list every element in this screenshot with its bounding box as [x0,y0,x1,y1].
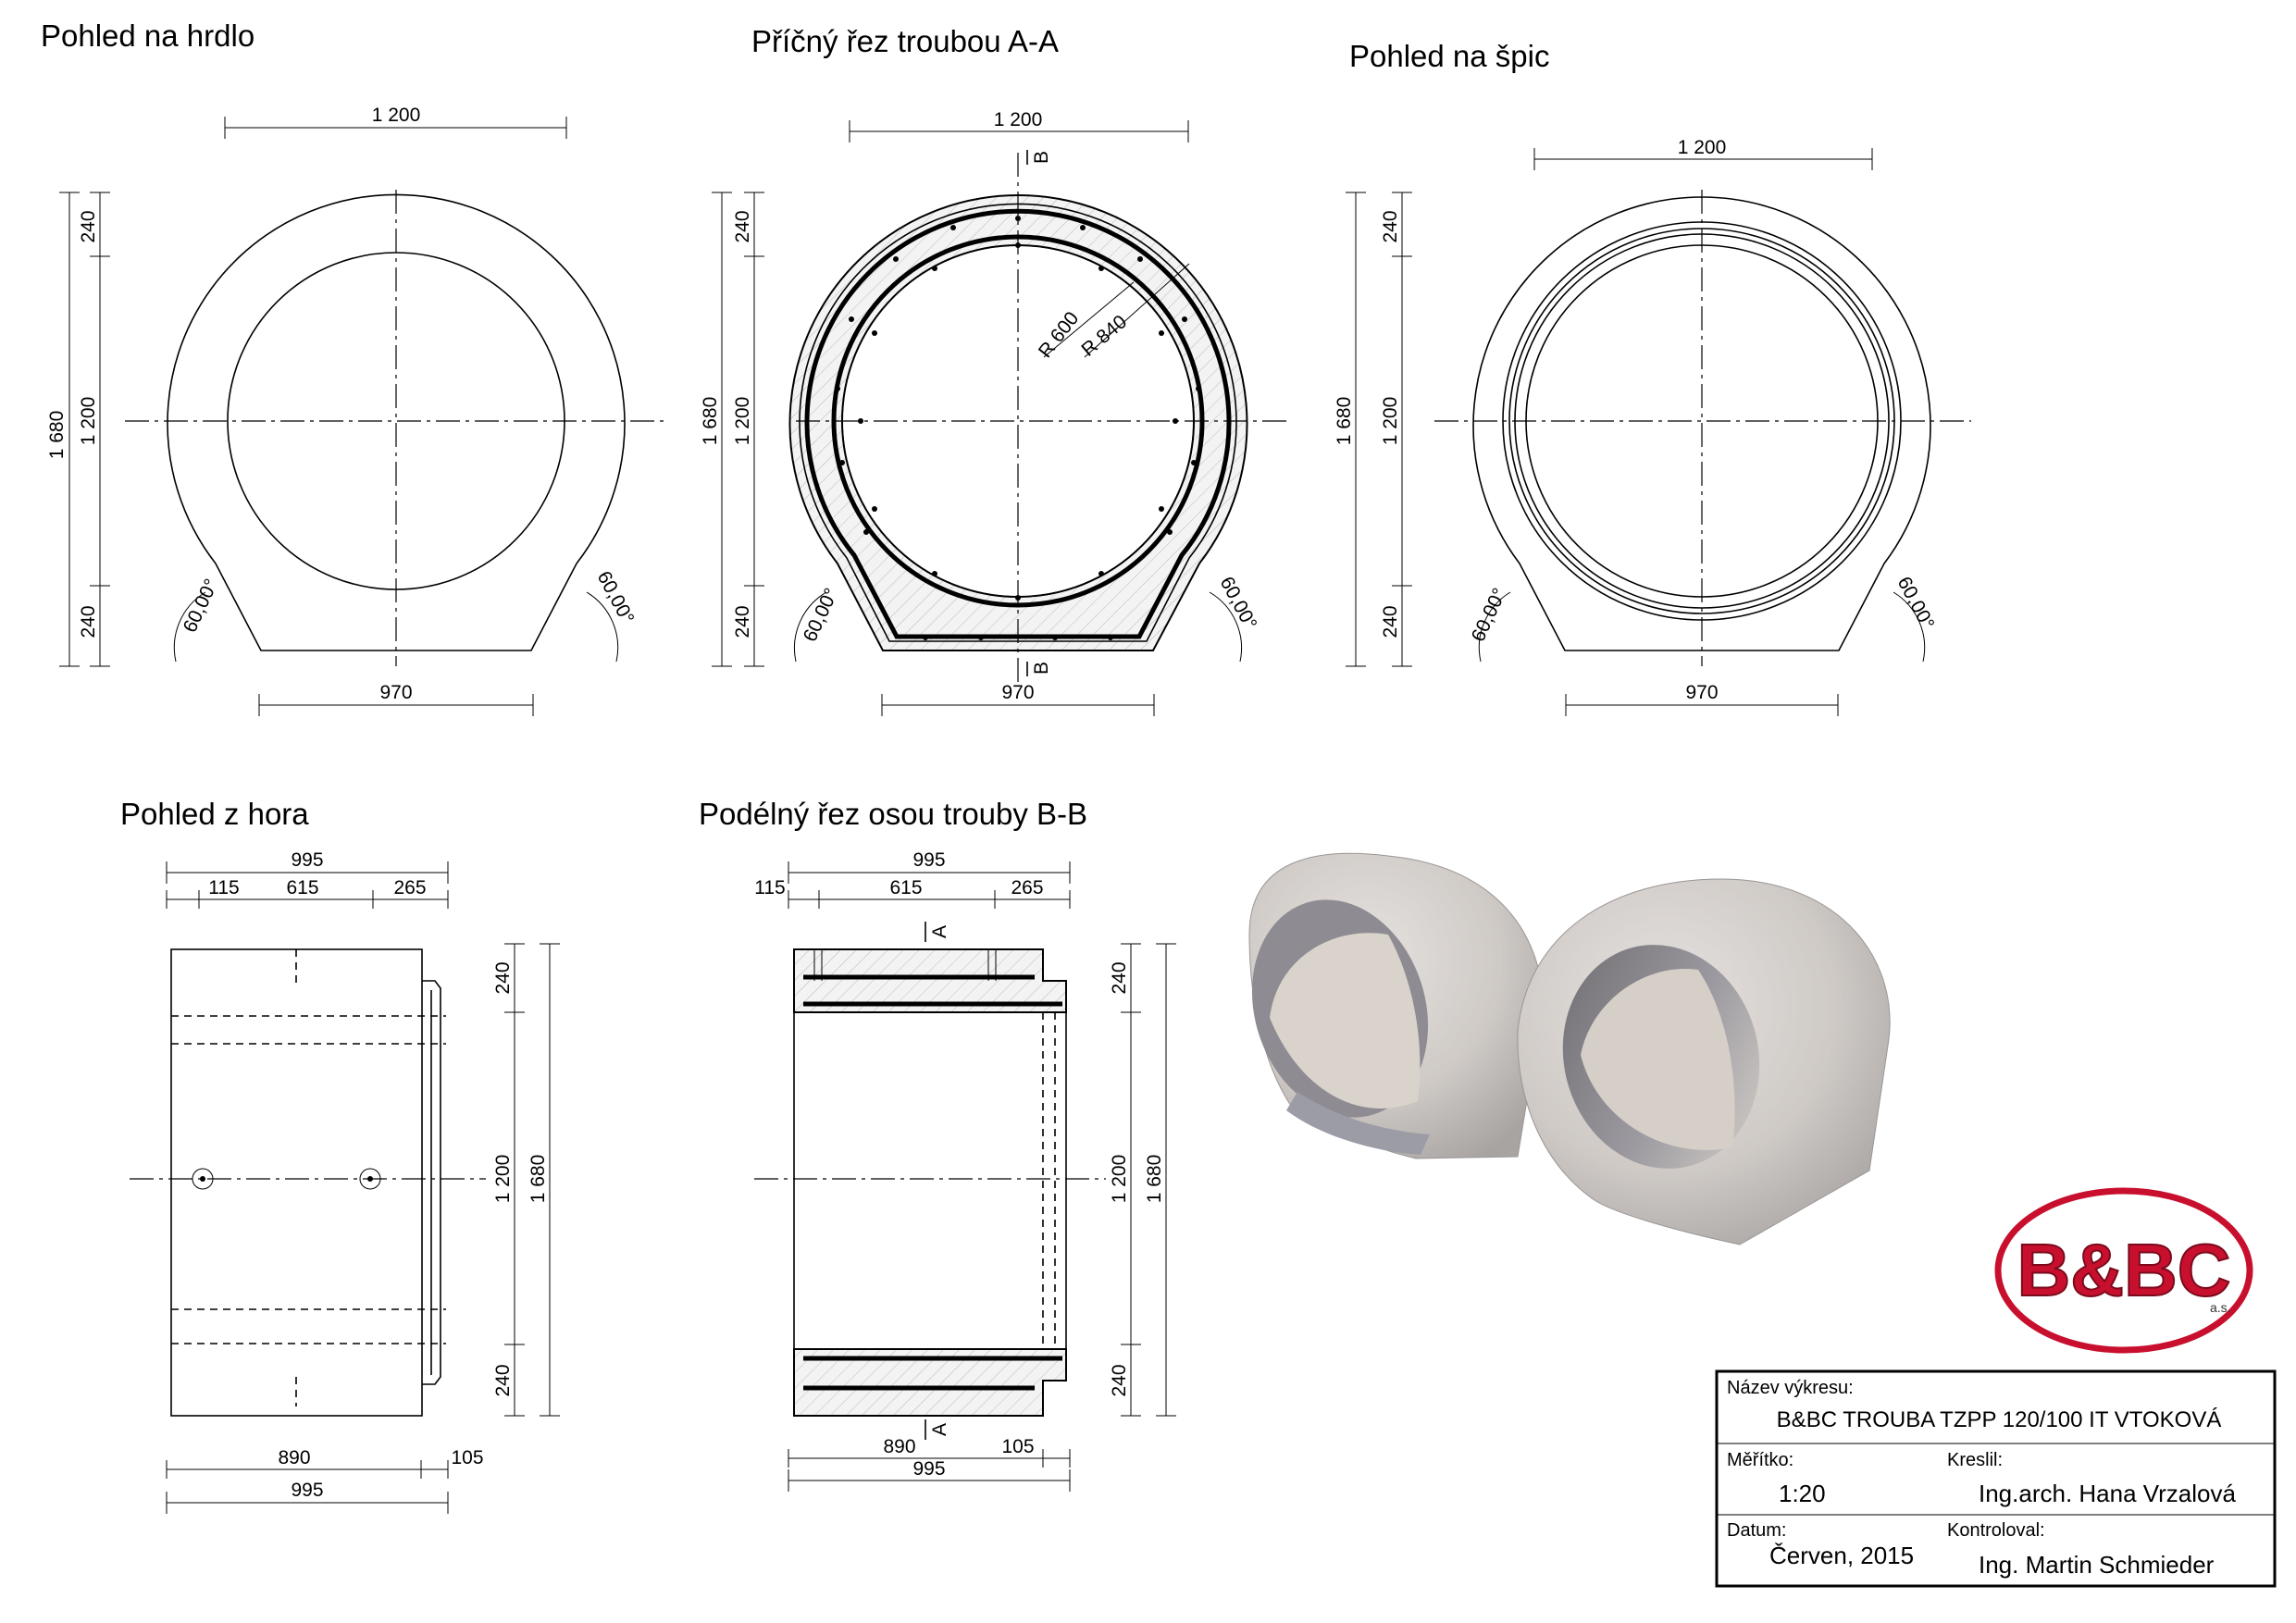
top-dim-b: 615 [286,877,318,898]
cross-dim-left-mid: 1 200 [732,397,753,446]
radius-inner-label: R 600 [1035,308,1084,362]
date-value: Červen, 2015 [1769,1542,1914,1569]
top-dim-a: 115 [208,877,239,898]
cross-section-title: Příčný řez troubou A-A [751,24,1059,58]
top-view-body [170,948,423,1417]
checked-by-label: Kontroloval: [1947,1520,2045,1541]
long-dim-a: 115 [754,877,785,898]
long-dim-bottom-b: 105 [1001,1436,1034,1457]
long-dim-top-total: 995 [912,849,945,871]
top-dim-top-total: 995 [291,849,323,871]
top-view: Pohled z hora 995 115 615 265 240 1 [120,797,560,1514]
radius-outer-label: R 840 [1077,311,1131,361]
drawing-name-label: Název výkresu: [1727,1378,1854,1398]
spigot-dim-left-total: 1 680 [1334,397,1355,446]
spigot-view-outline [1472,196,1931,651]
cross-dim-left-top: 240 [732,210,753,242]
pipe-render-spigot-end [1517,878,1891,1245]
spigot-dim-left-mid: 1 200 [1380,397,1401,446]
long-dim-c: 265 [1011,877,1043,898]
top-dim-bottom-b: 105 [451,1447,483,1468]
company-logo: B&BC a.s. [1994,1187,2253,1354]
spigot-dim-left-top: 240 [1380,210,1401,242]
spigot-angle-right: 60,00° [1893,574,1939,634]
drawn-by-label: Kreslil: [1947,1450,2003,1470]
spigot-dim-left-bottom: 240 [1380,605,1401,638]
longitudinal-section-title: Podélný řez osou trouby B-B [699,797,1087,831]
scale-value: 1:20 [1779,1480,1826,1507]
top-dim-bottom-a: 890 [278,1447,310,1468]
cross-dim-left-total: 1 680 [700,397,721,446]
long-dim-b: 615 [889,877,922,898]
top-dim-bottom-total: 995 [291,1480,323,1501]
logo-text: B&BC [2017,1229,2230,1311]
top-dim-right-bottom: 240 [492,1364,514,1396]
socket-dim-left-total: 1 680 [46,411,68,460]
top-dim-c: 265 [393,877,426,898]
top-dim-right-mid: 1 200 [492,1155,514,1204]
section-mark-bottom: B [1031,662,1052,675]
long-dim-right-total: 1 680 [1144,1155,1165,1204]
title-block: Název výkresu: B&BC TROUBA TZPP 120/100 … [1715,1369,2277,1588]
socket-angle-left: 60,00° [180,576,223,636]
cross-section-view: Příčný řez troubou A-A R 600 R 840 B [700,24,1291,716]
scale-label: Měřítko: [1727,1450,1793,1470]
socket-view-title: Pohled na hrdlo [41,19,254,53]
top-view-title: Pohled z hora [120,797,309,831]
socket-dim-left-bottom: 240 [78,605,99,638]
long-dim-right-mid: 1 200 [1109,1155,1130,1204]
cross-dim-bottom: 970 [1001,682,1034,703]
long-section-mark-top: A [929,925,950,938]
spigot-dim-bottom: 970 [1685,682,1718,703]
spigot-view-title: Pohled na špic [1349,39,1549,73]
socket-dim-top: 1 200 [372,105,421,126]
socket-view: Pohled na hrdlo 1 200 1 680 240 1 200 24… [41,19,664,716]
cross-angle-left: 60,00° [800,585,843,645]
longitudinal-section-view: Podélný řez osou trouby B-B A A 995 115 [699,797,1176,1492]
pipe-render-socket-end [1248,852,1545,1159]
date-label: Datum: [1727,1520,1786,1541]
cross-dim-top: 1 200 [994,109,1043,130]
logo-suffix: a.s. [2210,1300,2231,1315]
cross-angle-right: 60,00° [1216,574,1261,634]
checked-by: Ing. Martin Schmieder [1979,1551,2215,1579]
rebar-dots [835,216,1201,640]
socket-view-outline [167,193,626,651]
long-dim-bottom-total: 995 [912,1458,945,1480]
long-dim-right-bottom: 240 [1109,1364,1130,1396]
socket-angle-right: 60,00° [593,568,639,628]
drawn-by: Ing.arch. Hana Vrzalová [1979,1480,2237,1507]
socket-dim-bottom: 970 [379,682,412,703]
spigot-dim-top: 1 200 [1678,137,1727,158]
cross-dim-left-bottom: 240 [732,605,753,638]
top-dim-right-top: 240 [492,961,514,994]
top-dim-right-total: 1 680 [527,1155,549,1204]
socket-dim-left-mid: 1 200 [78,397,99,446]
section-mark-top: B [1031,151,1052,164]
long-section-mark-bottom: A [929,1423,950,1436]
drawing-name: B&BC TROUBA TZPP 120/100 IT VTOKOVÁ [1777,1407,2222,1432]
spigot-view: Pohled na špic 1 200 1 680 240 1 200 240… [1334,39,1971,716]
spigot-angle-left: 60,00° [1468,585,1511,645]
socket-dim-left-top: 240 [78,210,99,242]
long-dim-bottom-a: 890 [883,1436,915,1457]
long-dim-right-top: 240 [1109,961,1130,994]
